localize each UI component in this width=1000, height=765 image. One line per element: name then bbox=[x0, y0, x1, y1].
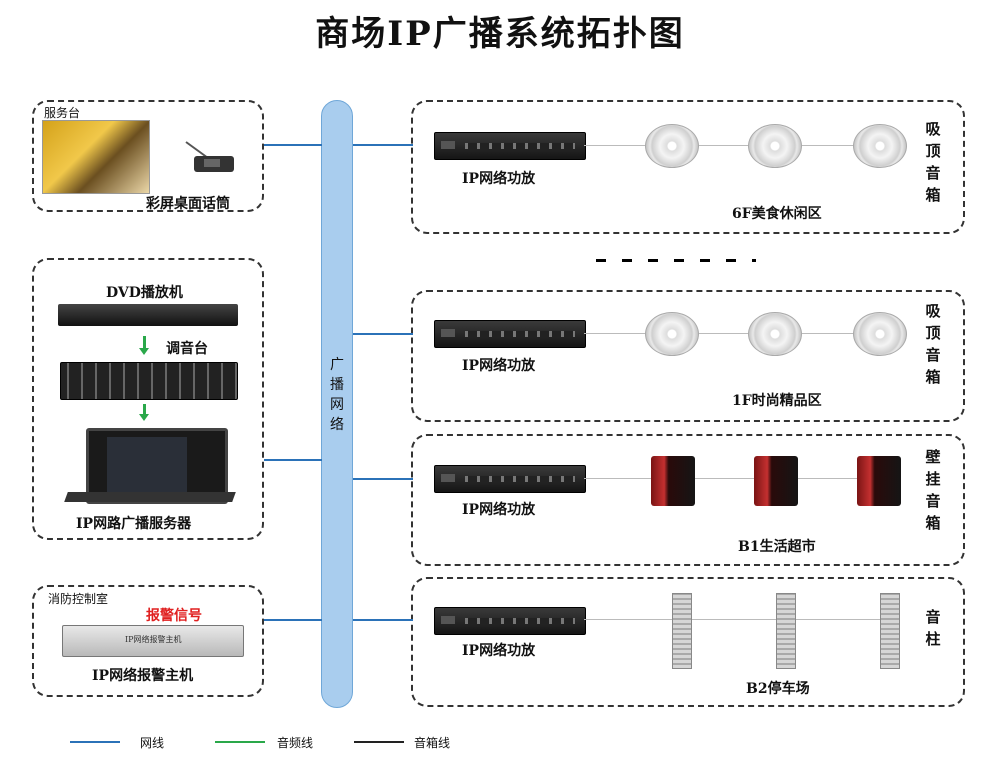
legend-network-swatch bbox=[70, 741, 120, 743]
zone-box-1f bbox=[411, 290, 965, 422]
zone-6f-ceiling-speaker-icon bbox=[853, 124, 907, 168]
zone-b1-speaker-type: 壁挂音箱 bbox=[925, 448, 941, 532]
service-desk-network-line bbox=[264, 144, 322, 146]
alarm-host-icon: IP网络报警主机 bbox=[62, 625, 244, 657]
zone-6f-amplifier-icon bbox=[434, 132, 586, 160]
zone-b1-amplifier-icon bbox=[434, 465, 586, 493]
alarm-signal-label: 报警信号 bbox=[146, 605, 202, 626]
mixer-icon bbox=[60, 362, 238, 400]
more-zones-ellipsis bbox=[596, 259, 756, 262]
zone-b1-wall-speaker-icon bbox=[651, 456, 695, 506]
zone-1f-ceiling-speaker-icon bbox=[645, 312, 699, 356]
zone-b2-speaker-wire bbox=[584, 619, 884, 620]
zone-1f-amplifier-icon bbox=[434, 320, 586, 348]
legend-speaker-label: 音箱线 bbox=[414, 736, 451, 750]
zone-1f-ceiling-speaker-icon bbox=[748, 312, 802, 356]
zone-6f-speaker-wire bbox=[584, 145, 884, 146]
legend-audio-label: 音频线 bbox=[277, 736, 314, 750]
broadcast-server-icon bbox=[86, 428, 228, 504]
dvd-player-label: DVD播放机 bbox=[106, 285, 183, 301]
zone-6f-ceiling-speaker-icon bbox=[645, 124, 699, 168]
fire-control-network-line bbox=[264, 619, 322, 621]
alarm-host-face-text: IP网络报警主机 bbox=[125, 635, 182, 644]
zone-1f-ceiling-speaker-icon bbox=[853, 312, 907, 356]
zone-b2-column-speaker-icon bbox=[672, 593, 692, 669]
zone-b2-amplifier-icon bbox=[434, 607, 586, 635]
network-bus bbox=[321, 100, 353, 708]
service-desk-photo bbox=[42, 120, 150, 194]
audio-arrow-2-head bbox=[139, 414, 149, 421]
legend-network-label: 网线 bbox=[140, 736, 165, 750]
fire-control-box bbox=[32, 585, 264, 697]
audio-arrow-1-head bbox=[139, 348, 149, 355]
zone-6f-network-line bbox=[353, 144, 413, 146]
zone-6f-amp-label: IP网络功放 bbox=[462, 171, 536, 187]
control-room-box bbox=[32, 258, 264, 540]
zone-b2-amp-label: IP网络功放 bbox=[462, 643, 536, 659]
zone-6f-speaker-type: 吸顶音箱 bbox=[925, 120, 941, 204]
zone-1f-network-line bbox=[353, 333, 413, 335]
legend-audio-swatch bbox=[215, 741, 265, 743]
service-desk-header: 服务台 bbox=[44, 106, 81, 120]
zone-6f-ceiling-speaker-icon bbox=[748, 124, 802, 168]
broadcast-server-label: IP网路广播服务器 bbox=[76, 516, 192, 532]
service-desk-box bbox=[32, 100, 264, 212]
bus-label: 广播网络 bbox=[330, 357, 344, 433]
diagram-title: 商场IP广播系统拓扑图 bbox=[315, 14, 685, 54]
zone-b2-name: B2停车场 bbox=[746, 681, 810, 697]
server-screen bbox=[107, 437, 187, 495]
zone-b2-network-line bbox=[353, 619, 413, 621]
zone-b1-speaker-wire bbox=[584, 478, 884, 479]
audio-arrow-2 bbox=[143, 404, 146, 416]
zone-1f-amp-label: IP网络功放 bbox=[462, 358, 536, 374]
server-keyboard-icon bbox=[64, 492, 236, 502]
zone-6f-name: 6F美食休闲区 bbox=[732, 206, 822, 222]
zone-b1-network-line bbox=[353, 478, 413, 480]
zone-1f-name: 1F时尚精品区 bbox=[732, 393, 822, 409]
zone-b2-speaker-type: 音柱 bbox=[925, 608, 941, 648]
fire-control-header: 消防控制室 bbox=[48, 592, 109, 606]
zone-b1-wall-speaker-icon bbox=[857, 456, 901, 506]
control-room-network-line bbox=[264, 459, 322, 461]
desk-microphone-icon bbox=[182, 140, 238, 172]
zone-box-b1 bbox=[411, 434, 965, 566]
desk-microphone-label: 彩屏桌面话筒 bbox=[146, 196, 230, 212]
legend-speaker-swatch bbox=[354, 741, 404, 743]
zone-b2-column-speaker-icon bbox=[880, 593, 900, 669]
dvd-player-icon bbox=[58, 304, 238, 326]
zone-box-6f bbox=[411, 100, 965, 234]
zone-box-b2 bbox=[411, 577, 965, 707]
zone-b2-column-speaker-icon bbox=[776, 593, 796, 669]
zone-b1-wall-speaker-icon bbox=[754, 456, 798, 506]
audio-arrow-1 bbox=[143, 336, 146, 350]
mixer-label: 调音台 bbox=[166, 341, 208, 357]
zone-1f-speaker-wire bbox=[584, 333, 884, 334]
zone-b1-amp-label: IP网络功放 bbox=[462, 502, 536, 518]
alarm-host-label: IP网络报警主机 bbox=[92, 668, 194, 684]
zone-1f-speaker-type: 吸顶音箱 bbox=[925, 302, 941, 386]
zone-b1-name: B1生活超市 bbox=[738, 539, 816, 555]
